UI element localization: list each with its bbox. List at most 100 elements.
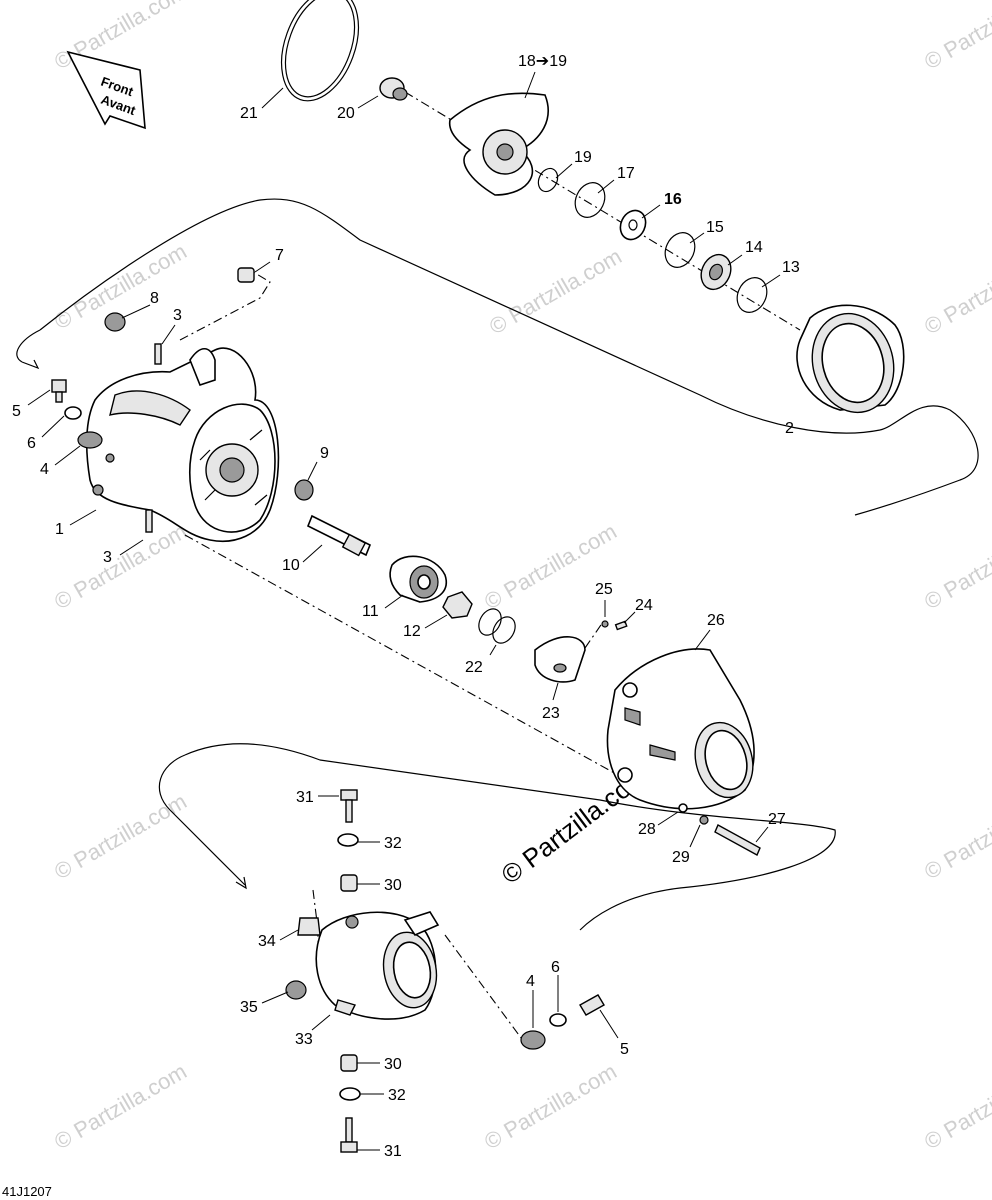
callout-26: 26 xyxy=(707,612,725,629)
part-18-impeller xyxy=(448,92,549,196)
callout-16: 16 xyxy=(664,191,682,208)
callout-6: 6 xyxy=(27,435,36,452)
part-15-ring xyxy=(664,232,696,268)
callout-24: 24 xyxy=(635,597,653,614)
part-23-cone xyxy=(534,636,586,683)
callout-32-top: 32 xyxy=(384,835,402,852)
housing-fasteners xyxy=(51,267,314,533)
part-6-washer-right xyxy=(549,1013,567,1027)
part-4-grommet-right xyxy=(520,1030,546,1050)
part-6-washer xyxy=(64,406,82,420)
callout-31-top: 31 xyxy=(296,789,314,806)
watermark: © Partzilla.com xyxy=(50,519,191,615)
front-direction-arrow: Front Avant xyxy=(66,50,146,130)
callout-25: 25 xyxy=(595,581,613,598)
part-32-washer-top xyxy=(337,833,359,847)
watermark: © Partzilla.com xyxy=(920,244,992,340)
part-24-screw xyxy=(614,620,628,631)
part-26-venturi xyxy=(606,648,755,810)
impeller-shaft-components xyxy=(537,167,768,313)
diagram-code: 41J1207 xyxy=(2,1184,52,1199)
part-27-screw xyxy=(714,824,761,856)
callout-30-top: 30 xyxy=(384,877,402,894)
part-5-bolt xyxy=(51,379,67,393)
part-31-bolt-bottom xyxy=(345,1117,353,1143)
part-8-fitting xyxy=(104,312,126,332)
nozzle-mount-fasteners xyxy=(520,994,605,1050)
part-1-pump-housing xyxy=(85,347,280,542)
cone-fasteners xyxy=(601,620,628,631)
callout-6-right: 6 xyxy=(551,959,560,976)
callout-9: 9 xyxy=(320,445,329,462)
watermark: © Partzilla.com xyxy=(920,1059,992,1155)
watermark: © Partzilla.com xyxy=(920,789,992,885)
callout-33: 33 xyxy=(295,1031,313,1048)
part-28-washer xyxy=(678,803,688,813)
callout-5-right: 5 xyxy=(620,1041,629,1058)
part-25-washer xyxy=(601,620,609,628)
callout-15: 15 xyxy=(706,219,724,236)
part-29-washer xyxy=(699,815,709,825)
part-17-ring xyxy=(574,182,606,218)
callout-10: 10 xyxy=(282,557,300,574)
part-3-screw-bottom xyxy=(145,509,153,533)
callout-23: 23 xyxy=(542,705,560,722)
callout-labels: 21 20 18➔19 19 17 16 15 14 13 2 7 8 3 5 … xyxy=(12,53,800,1160)
nozzle-fasteners-top xyxy=(337,789,359,892)
part-35-fitting xyxy=(285,980,307,1000)
callout-17: 17 xyxy=(617,165,635,182)
callout-12: 12 xyxy=(403,623,421,640)
watermark: © Partzilla.com xyxy=(920,519,992,615)
watermark: © Partzilla.com xyxy=(920,0,992,74)
callout-4-right: 4 xyxy=(526,973,535,990)
part-4-grommet xyxy=(77,431,103,449)
callout-30-bottom: 30 xyxy=(384,1056,402,1073)
part-16-washer xyxy=(619,209,647,241)
callout-20: 20 xyxy=(337,105,355,122)
watermark: © Partzilla.com xyxy=(50,789,191,885)
callout-22: 22 xyxy=(465,659,483,676)
callout-32-bottom: 32 xyxy=(388,1087,406,1104)
part-33-steering-nozzle xyxy=(315,911,440,1020)
assembly-outlines xyxy=(16,198,979,931)
venturi-fasteners xyxy=(678,803,761,856)
callout-2: 2 xyxy=(785,420,794,437)
callout-13: 13 xyxy=(782,259,800,276)
watermark: © Partzilla.com xyxy=(485,244,626,340)
part-22-rings xyxy=(478,608,516,644)
watermark: © Partzilla.com xyxy=(50,0,191,74)
callout-29: 29 xyxy=(672,849,690,866)
callout-5: 5 xyxy=(12,403,21,420)
callout-27: 27 xyxy=(768,811,786,828)
callout-8: 8 xyxy=(150,290,159,307)
callout-1: 1 xyxy=(55,521,64,538)
watermark: © Partzilla.com xyxy=(50,1059,191,1155)
callout-31-bottom: 31 xyxy=(384,1143,402,1160)
callout-7: 7 xyxy=(275,247,284,264)
callout-14: 14 xyxy=(745,239,763,256)
part-32-washer-bottom xyxy=(339,1087,361,1101)
part-3-screw-top xyxy=(154,343,162,365)
part-34-pivot xyxy=(297,917,321,936)
callout-3-bottom: 3 xyxy=(103,549,112,566)
callout-19: 19 xyxy=(574,149,592,166)
callout-35: 35 xyxy=(240,999,258,1016)
callout-3-top: 3 xyxy=(173,307,182,324)
part-11-bearing xyxy=(389,555,447,603)
part-9-seal xyxy=(294,479,314,501)
part-21-ring xyxy=(280,0,360,102)
callout-11: 11 xyxy=(362,603,379,620)
watermark: © Partzilla.com xyxy=(480,519,621,615)
part-31-bolt-top xyxy=(340,789,358,801)
part-12-nut xyxy=(442,591,473,619)
part-10-impeller-shaft xyxy=(306,514,372,557)
part-13-ring xyxy=(736,277,768,313)
part-7-plug xyxy=(237,267,255,283)
part-2-wear-ring xyxy=(796,304,905,414)
watermark: © Partzilla.com xyxy=(480,1059,621,1155)
part-30-bushing-bottom xyxy=(340,1054,358,1072)
callout-34: 34 xyxy=(258,933,276,950)
callout-21: 21 xyxy=(240,105,258,122)
part-5-bolt-right xyxy=(579,994,605,1016)
